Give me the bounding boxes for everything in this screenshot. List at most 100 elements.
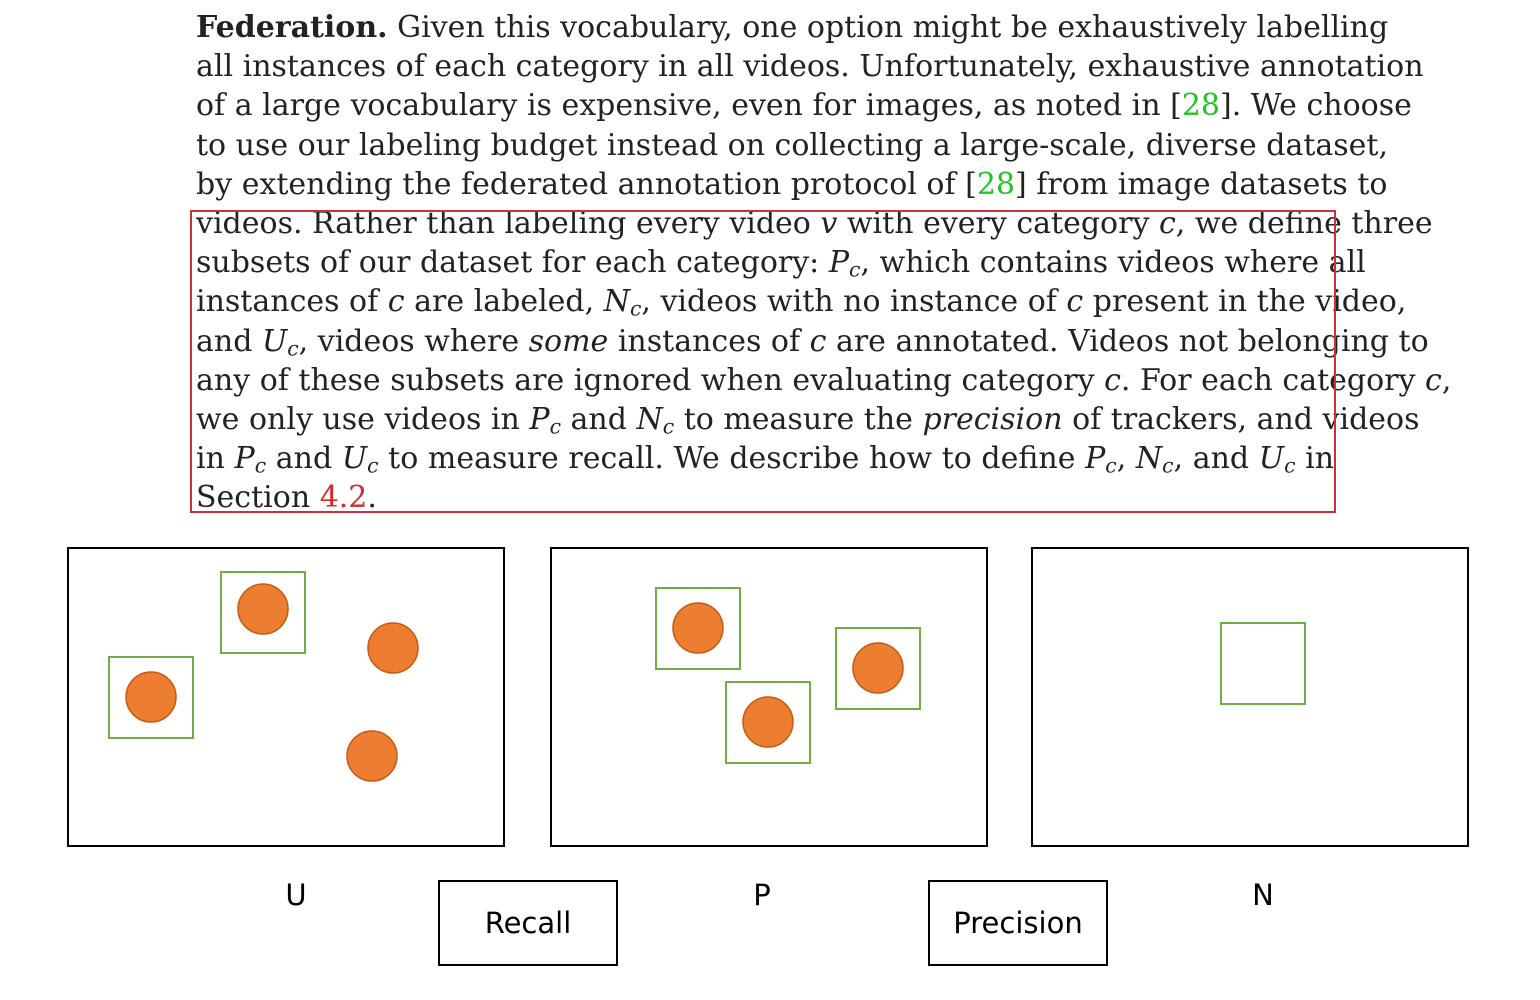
math-subscript: c [629, 296, 642, 321]
math-subscript: c [287, 335, 299, 360]
text-span: in [1295, 441, 1335, 477]
annotation-box [725, 681, 811, 764]
math-var: P [828, 245, 850, 281]
instance-circle [125, 671, 177, 723]
math-subscript: c [662, 414, 675, 439]
text-span: of a large vocabulary is expensive, even… [196, 88, 1182, 124]
instance-circle [237, 583, 289, 635]
federation-paragraph: Federation. Given this vocabulary, one o… [196, 8, 1451, 517]
annotation-box [108, 656, 194, 739]
instance-circle [672, 602, 724, 654]
text-span: are annotated. Videos not belonging to [826, 323, 1429, 359]
text-span: of trackers, and videos [1062, 401, 1420, 437]
instance-circle [367, 622, 419, 674]
text-line-8: instances of c are labeled, Nc, videos w… [196, 282, 1406, 321]
math-subscript: c [549, 414, 561, 439]
text-span: and [266, 441, 342, 477]
math-var: c [1425, 362, 1442, 398]
math-subscript: c [254, 453, 267, 478]
text-span: , which contains videos where all [860, 245, 1366, 281]
text-line-5: by extending the federated annotation pr… [196, 165, 1387, 204]
math-var: U [261, 323, 288, 359]
math-subscript: c [1284, 453, 1296, 478]
text-line-4: to use our labeling budget instead on co… [196, 126, 1388, 165]
frame-n [1031, 547, 1469, 847]
text-span: , [1116, 441, 1136, 477]
text-span: present in the video, [1083, 284, 1407, 320]
text-span: ] from image datasets to [1015, 166, 1388, 202]
text-span: to use our labeling budget instead on co… [196, 127, 1389, 163]
math-var: c [1104, 362, 1121, 398]
text-span: . [367, 480, 377, 516]
instance-circle [346, 730, 398, 782]
text-span: by extending the federated annotation pr… [196, 166, 977, 202]
annotation-box [655, 587, 741, 670]
math-var: P [1085, 441, 1106, 477]
text-span: to measure recall. We describe how to de… [378, 441, 1086, 477]
frame-u [67, 547, 505, 847]
section-link[interactable]: 4.2 [319, 480, 368, 516]
text-line-3: of a large vocabulary is expensive, even… [196, 86, 1412, 125]
precision-box: Precision [928, 880, 1108, 966]
text-line-9: and Uc, videos where some instances of c… [196, 322, 1429, 361]
emphasis: some [528, 323, 609, 359]
text-span: instances of [196, 284, 388, 320]
annotation-box [220, 571, 306, 654]
text-span: , [1441, 362, 1452, 398]
emphasis: precision [922, 401, 1063, 437]
math-var: c [809, 323, 827, 359]
recall-box: Recall [438, 880, 618, 966]
text-span: , and [1173, 441, 1259, 477]
citation-link[interactable]: 28 [1181, 88, 1221, 124]
instance-circle [742, 696, 794, 748]
label-n: N [1252, 878, 1274, 912]
math-subscript: c [1162, 453, 1174, 478]
math-var: U [341, 441, 368, 477]
math-var: N [1135, 441, 1163, 477]
math-var: c [387, 284, 405, 320]
label-u: U [285, 878, 307, 912]
instance-circle [852, 642, 904, 694]
paragraph-heading: Federation. [196, 10, 388, 45]
text-span: any of these subsets are ignored when ev… [196, 362, 1105, 398]
math-var: N [636, 401, 663, 437]
text-span: ]. We choose [1220, 88, 1412, 124]
math-var: P [529, 401, 550, 437]
text-span: Given this vocabulary, one option might … [397, 10, 1389, 45]
math-var: c [1066, 284, 1084, 320]
text-span: are labeled, [404, 284, 604, 320]
citation-link[interactable]: 28 [976, 166, 1016, 202]
text-span: , videos with no instance of [641, 284, 1067, 320]
label-p: P [753, 878, 771, 912]
text-line-2: all instances of each category in all vi… [196, 47, 1424, 86]
text-line-1: Federation. Given this vocabulary, one o… [196, 8, 1388, 47]
text-span: and [561, 401, 637, 437]
math-var: U [1258, 441, 1285, 477]
math-var: P [234, 441, 255, 477]
math-subscript: c [849, 257, 861, 282]
text-line-7: subsets of our dataset for each category… [196, 243, 1366, 282]
text-span: we only use videos in [196, 401, 530, 437]
text-span: all instances of each category in all vi… [196, 49, 1424, 85]
annotation-box [835, 627, 921, 710]
text-span: subsets of our dataset for each category… [196, 245, 829, 281]
math-var: v [820, 205, 838, 241]
math-subscript: c [1105, 453, 1117, 478]
math-var: c [1158, 205, 1176, 241]
text-line-12: in Pc and Uc to measure recall. We descr… [196, 439, 1334, 478]
text-span: and [196, 323, 262, 359]
text-span: . For each category [1120, 362, 1425, 398]
frame-p [550, 547, 988, 847]
text-span: instances of [608, 323, 810, 359]
math-var: N [603, 284, 630, 320]
annotation-box [1220, 622, 1306, 705]
text-span: to measure the [674, 401, 923, 437]
text-span: in [196, 441, 235, 477]
text-span: , videos where [298, 323, 529, 359]
text-line-13: Section 4.2. [196, 478, 1334, 517]
text-line-10: any of these subsets are ignored when ev… [196, 361, 1451, 400]
math-subscript: c [367, 453, 379, 478]
text-line-11: we only use videos in Pc and Nc to measu… [196, 400, 1420, 439]
text-span: Section [196, 480, 320, 516]
